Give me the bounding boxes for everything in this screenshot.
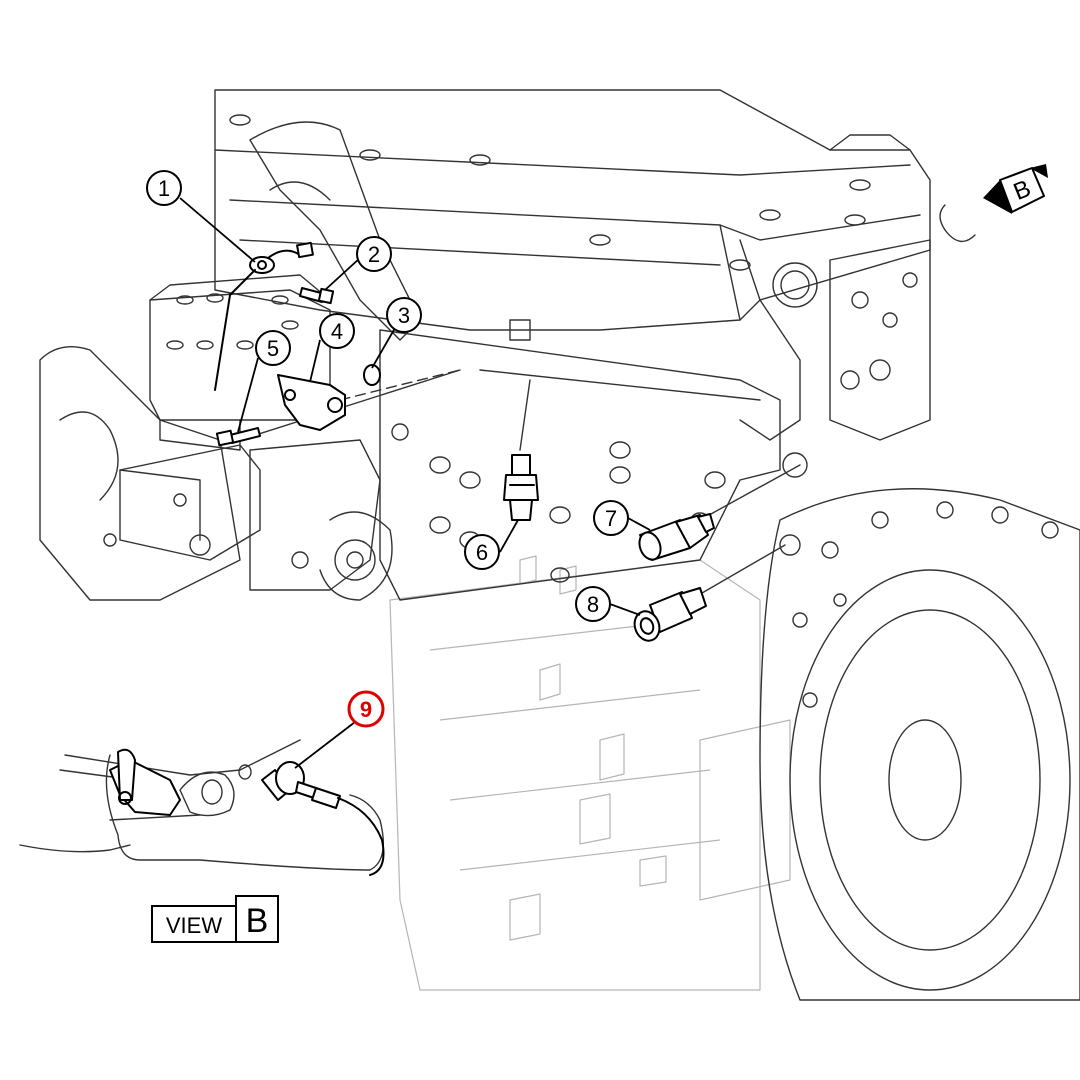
view-b-arrow (983, 164, 1048, 214)
svg-text:2: 2 (368, 242, 380, 267)
svg-text:8: 8 (587, 592, 599, 617)
svg-text:9: 9 (360, 697, 372, 722)
leader-1 (179, 197, 256, 263)
intake-tube (249, 121, 421, 341)
callout-3: 3 (386, 297, 422, 333)
svg-text:4: 4 (331, 319, 343, 344)
svg-text:3: 3 (398, 303, 410, 328)
leader-7 (627, 517, 651, 531)
part-5-bolt (215, 427, 261, 447)
callout-4: 4 (319, 313, 355, 349)
leader-3 (371, 327, 396, 369)
view-label-word: VIEW (166, 913, 222, 938)
leader-6 (499, 519, 519, 553)
flywheel-housing (759, 488, 1080, 1001)
part-1-sensor-lead (214, 241, 314, 391)
callout-6: 6 (464, 534, 500, 570)
view-label-letter: B (246, 902, 269, 940)
part-7-sensor (638, 513, 715, 561)
fuel-pump-assembly (39, 274, 409, 601)
callout-1: 1 (146, 170, 182, 206)
svg-text:7: 7 (605, 506, 617, 531)
callout-leaders (179, 197, 651, 769)
part-8-sensor (633, 587, 707, 642)
harness-clip (939, 204, 976, 243)
leader-4 (309, 339, 321, 383)
callout-8: 8 (575, 586, 611, 622)
callout-9-highlighted: 9 (347, 690, 385, 728)
view-b-label: VIEW B (151, 895, 279, 943)
part-2-bolt (299, 287, 335, 305)
leader-5 (237, 357, 259, 433)
callout-7: 7 (593, 500, 629, 536)
callout-5: 5 (255, 330, 291, 366)
part-3-o-ring (363, 364, 381, 386)
svg-text:5: 5 (267, 336, 279, 361)
leader-9 (294, 721, 356, 769)
exploded-lines (239, 369, 801, 601)
part-4-bracket (277, 374, 346, 431)
svg-text:6: 6 (476, 540, 488, 565)
leader-2 (324, 257, 361, 291)
svg-text:1: 1 (158, 176, 170, 201)
callout-2: 2 (356, 236, 392, 272)
part-6-sensor (503, 454, 539, 521)
engine-top-block (214, 89, 931, 441)
view-b-inset (19, 739, 385, 876)
engine-mid-block (379, 319, 808, 601)
leader-8 (609, 603, 641, 616)
